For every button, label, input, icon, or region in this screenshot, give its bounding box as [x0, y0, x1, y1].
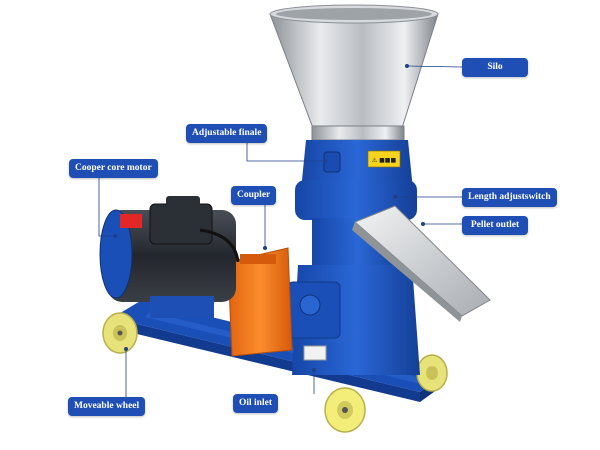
label-pellet-outlet: Pellet outlet — [462, 216, 528, 235]
coupler-guard — [227, 247, 293, 357]
mill-body: ⚠ ■■■ — [287, 140, 420, 375]
wheel-front-right — [324, 387, 366, 433]
label-coupler: Coupler — [231, 186, 277, 205]
label-adjustable-finale: Adjustable finale — [186, 124, 268, 143]
label-oil-inlet: Oil inlet — [233, 394, 278, 413]
label-moveable-wheel: Moveable wheel — [68, 397, 146, 416]
cooper-core-motor — [99, 196, 240, 318]
silo-hopper — [269, 4, 439, 141]
label-length-adjust-switch: Length adjustswitch — [462, 188, 557, 207]
pellet-outlet-chute — [352, 205, 491, 322]
svg-text:⚠ ■■■: ⚠ ■■■ — [372, 157, 397, 164]
label-silo: Silo — [462, 58, 528, 77]
wheel-back-right — [416, 354, 448, 392]
label-cooper-core-motor: Cooper core motor — [69, 159, 158, 178]
wheel-front-left — [102, 312, 138, 354]
leader-lines — [98, 64, 463, 397]
